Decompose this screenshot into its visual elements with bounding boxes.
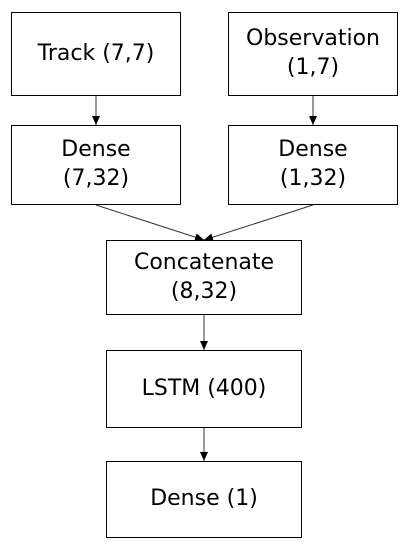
node-label-line: Track (7,7): [37, 40, 155, 66]
dense-observation-node: Dense (1,32): [228, 125, 398, 205]
concatenate-node: Concatenate (8,32): [106, 240, 302, 315]
dense-output-node: Dense (1): [106, 461, 302, 538]
node-label-line: Dense: [61, 137, 131, 163]
edge-dense-track-to-concatenate: [95, 204, 205, 242]
dense-track-node: Dense (7,32): [11, 125, 181, 205]
node-label-line: Concatenate: [133, 249, 275, 275]
track-input-node: Track (7,7): [11, 12, 181, 96]
node-label-line: (1,7): [286, 55, 340, 80]
node-label-line: (7,32): [62, 166, 130, 191]
node-label-line: Dense (1): [150, 486, 258, 512]
observation-input-node: Observation (1,7): [228, 12, 398, 96]
node-label-line: Observation: [246, 26, 380, 52]
node-label-line: (1,32): [279, 166, 347, 191]
node-label-line: (8,32): [170, 278, 238, 304]
node-label-line: Dense: [278, 137, 348, 163]
edge-dense-obs-to-concatenate: [203, 204, 314, 242]
lstm-node: LSTM (400): [106, 350, 302, 428]
node-label-line: LSTM (400): [141, 375, 267, 401]
